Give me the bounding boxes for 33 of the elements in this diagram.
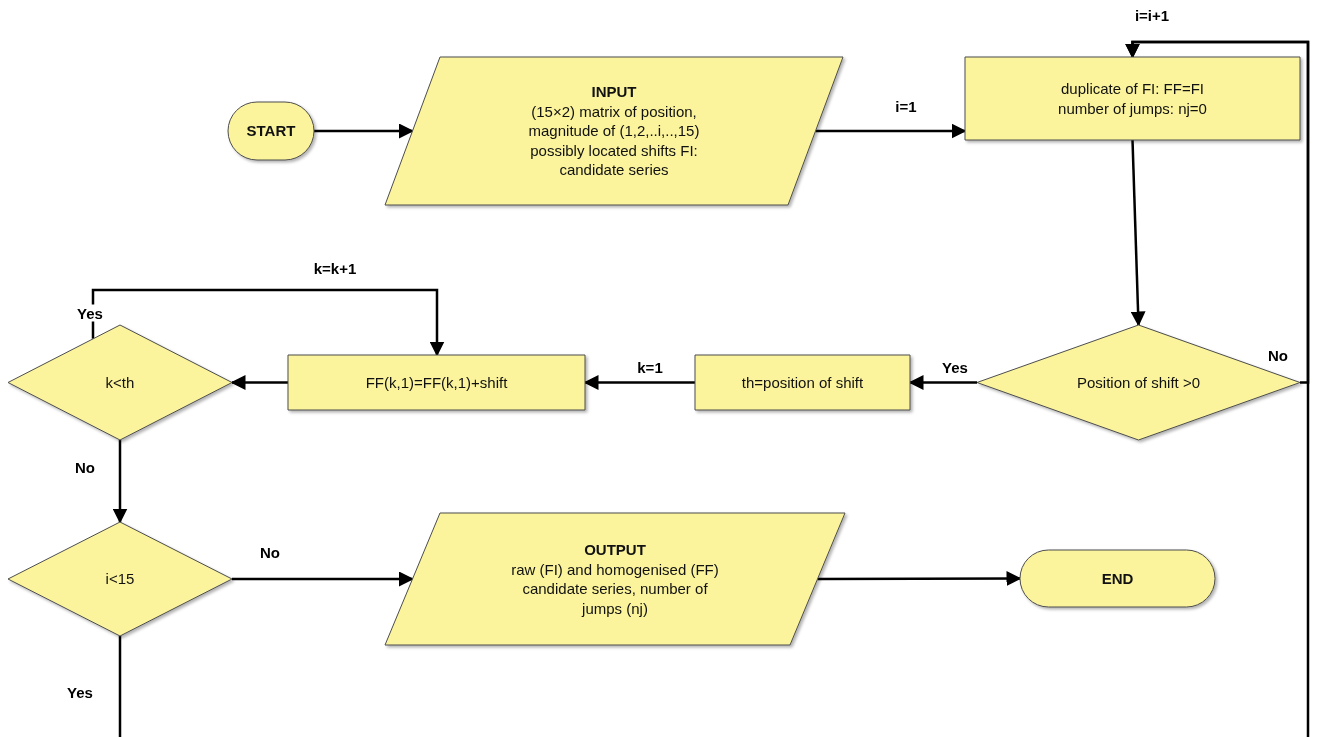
node-text: number of jumps: nj=0 [1058,98,1207,118]
decision-diamond [977,325,1300,440]
node-text: k<th [105,372,135,393]
node-heading: INPUT [591,82,637,102]
node-text: Position of shift >0 [1077,372,1200,393]
node-text: duplicate of FI: FF=FI [1061,79,1204,99]
node-text: i<15 [105,569,135,589]
arrow [815,123,967,139]
arrow [817,571,1022,587]
process-box [695,355,910,410]
arrow [1125,40,1310,737]
node-text: th=position of shift [741,372,864,393]
node-text: FF(k,1)=FF(k,1)+shift [365,372,508,393]
edge-label: Yes [75,304,105,322]
node-text: END [1101,568,1134,589]
arrow [314,123,414,139]
terminal-shape [228,102,314,160]
arrow [112,440,128,524]
input-output-shape [385,513,845,645]
decision-diamond [8,522,232,636]
arrow [232,571,414,587]
arrow [230,375,288,390]
decision-diamond [8,325,232,440]
input-output-shape [385,57,843,205]
node-text: START [246,121,296,141]
terminal-shape [1020,550,1215,607]
node-text: raw (FI) and homogenised (FF) candidate series, number of jumps (nj) [510,559,720,618]
process-box [288,355,585,410]
node-heading: OUTPUT [584,540,646,560]
node-text: (15×2) matrix of position, magnitude of (1,2,..i,..,15) possibly located shifts FI: candidate series [527,101,701,180]
arrow [1130,139,1146,327]
process-box [965,57,1300,140]
arrow [91,288,445,357]
